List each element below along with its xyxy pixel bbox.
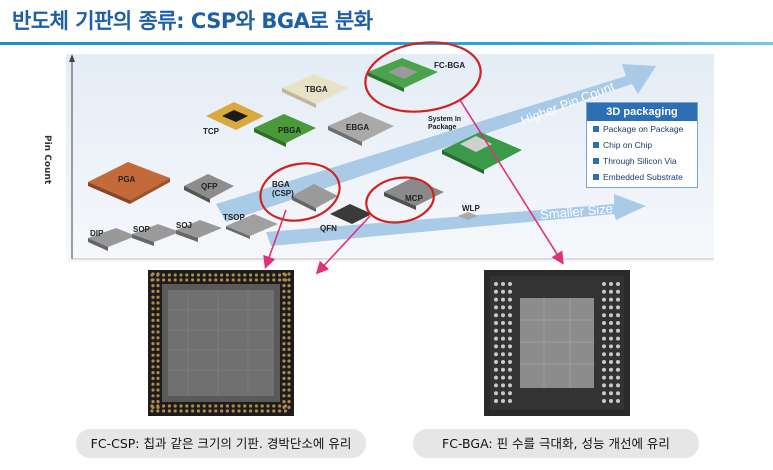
label-qfp: QFP	[201, 182, 218, 191]
label-bga: BGA (CSP)	[272, 180, 294, 199]
label-wlp: WLP	[462, 204, 480, 213]
label-bga-line2: (CSP)	[272, 188, 294, 198]
label-tsop: TSOP	[223, 213, 245, 222]
fc-csp-caption: FC-CSP: 칩과 같은 크기의 기판. 경박단소에 유리	[76, 429, 366, 458]
fc-bga-package	[368, 58, 438, 92]
label-bga-line1: BGA	[272, 180, 290, 189]
legend-title: 3D packaging	[587, 103, 697, 121]
soj-package	[176, 220, 222, 242]
tcp-package	[206, 102, 264, 130]
mcp-highlight-circle	[365, 176, 435, 224]
tbga-package	[282, 74, 348, 108]
pbga-package	[254, 114, 316, 147]
legend-square-icon	[593, 126, 599, 132]
fc-bga-pointer-arrow	[459, 99, 564, 265]
label-tbga: TBGA	[305, 85, 328, 94]
smaller-size-arrow	[266, 194, 646, 246]
diagram-graphics	[69, 54, 714, 260]
3d-packaging-legend: 3D packaging Package on Package Chip on …	[586, 102, 698, 188]
legend-item: Embedded Substrate	[587, 169, 697, 185]
label-sop: SOP	[133, 225, 150, 234]
mcp-package	[384, 178, 444, 210]
fc-bga-highlight-circle	[364, 41, 482, 113]
legend-item-label: Embedded Substrate	[603, 172, 683, 182]
label-pbga: PBGA	[278, 126, 302, 135]
page-title: 반도체 기판의 종류: CSP와 BGA로 분화	[12, 9, 373, 33]
wlp-package	[458, 212, 478, 220]
label-soj: SOJ	[176, 221, 193, 230]
legend-item-label: Through Silicon Via	[603, 156, 677, 166]
fc-bga-caption: FC-BGA: 핀 수를 극대화, 성능 개선에 유리	[413, 429, 699, 458]
legend-square-icon	[593, 158, 599, 164]
legend-item: Chip on Chip	[587, 137, 697, 153]
label-qfn: QFN	[320, 224, 337, 233]
bga-csp-package	[292, 184, 338, 212]
y-axis-arrowhead	[69, 54, 75, 62]
label-sip-line2: Package	[428, 123, 457, 131]
label-sip: System In Package	[428, 116, 461, 131]
legend-item: Through Silicon Via	[587, 153, 697, 169]
legend-item-label: Package on Package	[603, 124, 684, 134]
ebga-package	[328, 112, 394, 146]
fc-csp-photo	[148, 270, 294, 416]
pga-package	[88, 162, 170, 204]
fc-bga-photo	[484, 270, 630, 416]
legend-item: Package on Package	[587, 121, 697, 137]
qfp-package	[184, 174, 234, 203]
legend-square-icon	[593, 174, 599, 180]
higher-pin-count-arrow	[216, 64, 656, 222]
package-evolution-diagram	[66, 54, 714, 262]
label-tcp: TCP	[203, 127, 219, 136]
system-in-package	[442, 132, 522, 174]
dip-package	[88, 228, 136, 251]
label-mcp: MCP	[405, 194, 423, 203]
legend-square-icon	[593, 142, 599, 148]
legend-item-label: Chip on Chip	[603, 140, 653, 150]
bga-pointer-arrow	[263, 209, 287, 270]
label-pga: PGA	[118, 175, 136, 184]
label-dip: DIP	[90, 229, 104, 238]
mcp-pointer-arrow	[315, 215, 371, 275]
title-underline	[0, 42, 773, 45]
sop-package	[132, 224, 180, 246]
bga-csp-highlight-circle	[259, 162, 341, 222]
label-ebga: EBGA	[346, 123, 370, 132]
label-sip-line1: System In	[428, 116, 462, 123]
qfn-package	[330, 204, 372, 224]
label-fc-bga: FC-BGA	[434, 61, 466, 70]
tsop-package	[226, 214, 278, 239]
